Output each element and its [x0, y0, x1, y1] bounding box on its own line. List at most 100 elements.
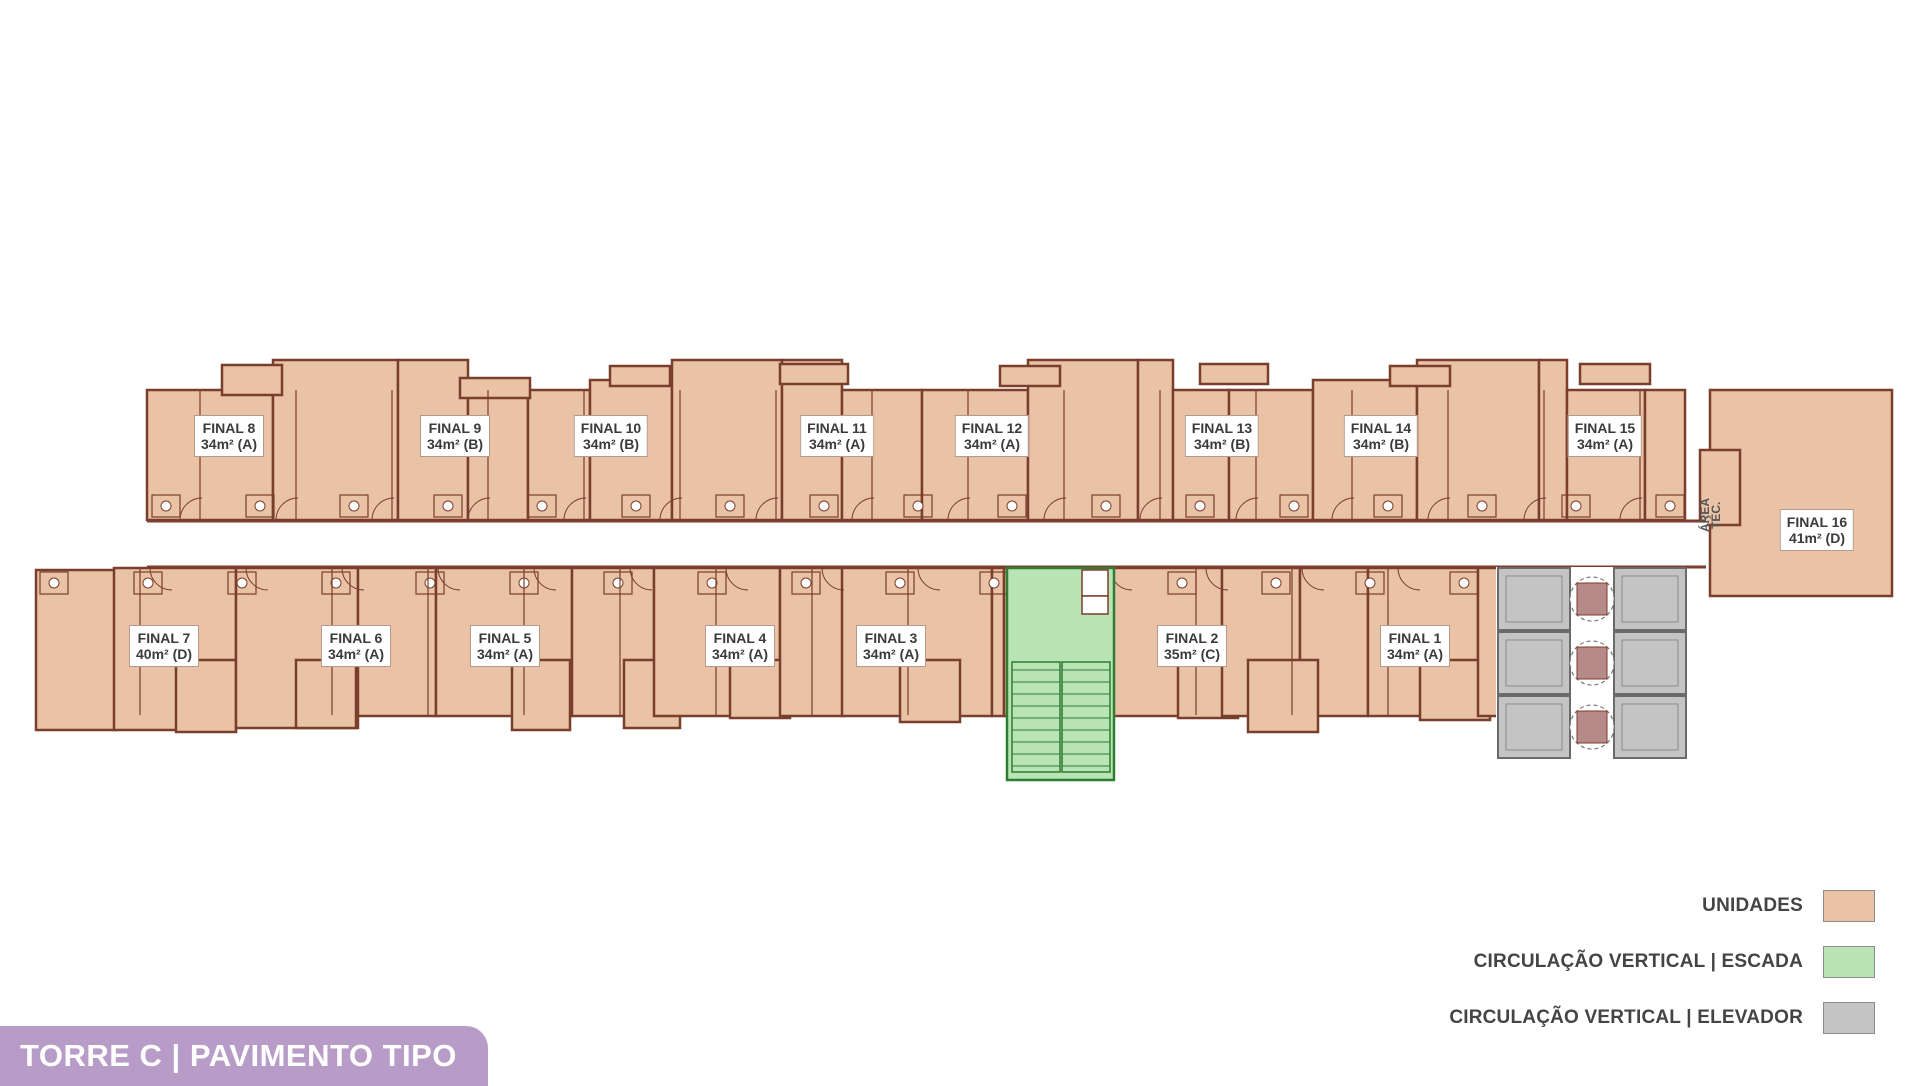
toilet-fixture: [1194, 500, 1206, 512]
unit-block: [1388, 364, 1452, 388]
toilet-fixture: [988, 577, 1000, 589]
elevator-cab-inner: [1621, 639, 1679, 687]
unit-block: [1537, 358, 1569, 522]
unit-block: [1198, 362, 1270, 386]
toilet-fixture: [894, 577, 906, 589]
legend-label: CIRCULAÇÃO VERTICAL | ESCADA: [1473, 951, 1803, 972]
door-swing: [371, 497, 395, 521]
legend-swatch-elevator: [1823, 1002, 1875, 1034]
door-swing: [725, 567, 749, 591]
door-swing: [851, 497, 875, 521]
legend-swatch-units: [1823, 890, 1875, 922]
door-swing: [947, 497, 971, 521]
toilet-fixture: [1382, 500, 1394, 512]
shaft: [1081, 595, 1109, 615]
door-swing: [1397, 567, 1421, 591]
toilet-fixture: [1364, 577, 1376, 589]
fixture: [227, 571, 257, 595]
elevator-door: [1576, 582, 1608, 616]
elevator-door: [1576, 646, 1608, 680]
fixture: [1355, 571, 1385, 595]
door-swing: [467, 497, 491, 521]
corridor: [147, 520, 1707, 568]
fixture: [1561, 494, 1591, 518]
elevator-cab: [1613, 695, 1687, 759]
door-swing: [659, 497, 683, 521]
fixture: [1261, 571, 1291, 595]
unit-block: [220, 363, 284, 397]
door-swing: [1205, 567, 1229, 591]
unit-block: [271, 358, 400, 522]
unit-block: [510, 658, 572, 732]
toilet-fixture: [912, 500, 924, 512]
fixture: [527, 494, 557, 518]
toilet-fixture: [1476, 500, 1488, 512]
page-title: TORRE C | PAVIMENTO TIPO: [20, 1038, 457, 1073]
fixture: [997, 494, 1027, 518]
unit-block: [608, 364, 672, 388]
title-tab: TORRE C | PAVIMENTO TIPO: [0, 1026, 488, 1086]
door-swing: [917, 567, 941, 591]
toilet-fixture: [160, 500, 172, 512]
toilet-fixture: [706, 577, 718, 589]
door-swing: [1043, 497, 1067, 521]
toilet-fixture: [236, 577, 248, 589]
legend-stairs: CIRCULAÇÃO VERTICAL | ESCADA: [1474, 946, 1875, 978]
fixture: [1185, 494, 1215, 518]
fixture: [433, 494, 463, 518]
unit-block: [458, 376, 532, 400]
elevator-door: [1576, 710, 1608, 744]
toilet-fixture: [348, 500, 360, 512]
legend-units: UNIDADES: [1702, 890, 1875, 922]
fixture: [133, 571, 163, 595]
toilet-fixture: [442, 500, 454, 512]
legend-label: CIRCULAÇÃO VERTICAL | ELEVADOR: [1449, 1007, 1803, 1028]
unit-block: [898, 658, 962, 724]
unit-block: [174, 658, 238, 734]
toilet-fixture: [1570, 500, 1582, 512]
unit-block: [670, 358, 784, 522]
fixture: [621, 494, 651, 518]
stairwell: [1005, 566, 1116, 782]
door-swing: [533, 567, 557, 591]
units-layer: [34, 358, 1894, 734]
elevator-cab-inner: [1505, 575, 1563, 623]
toilet-fixture: [1100, 500, 1112, 512]
fixture: [885, 571, 915, 595]
unit-block: [1578, 362, 1652, 386]
door-swing: [755, 497, 779, 521]
toilet-fixture: [330, 577, 342, 589]
fixture: [603, 571, 633, 595]
elevator-cab: [1497, 567, 1571, 631]
elevator-cab: [1613, 631, 1687, 695]
toilet-fixture: [254, 500, 266, 512]
door-swing: [563, 497, 587, 521]
stair-flight: [1011, 661, 1061, 773]
fixture: [245, 494, 275, 518]
toilet-fixture: [818, 500, 830, 512]
fixture: [791, 571, 821, 595]
toilet-fixture: [536, 500, 548, 512]
toilet-fixture: [800, 577, 812, 589]
legend-elevator: CIRCULAÇÃO VERTICAL | ELEVADOR: [1449, 1002, 1875, 1034]
door-swing: [1523, 497, 1547, 521]
door-swing: [1331, 497, 1355, 521]
stair-flight: [1061, 661, 1111, 773]
door-swing: [275, 497, 299, 521]
